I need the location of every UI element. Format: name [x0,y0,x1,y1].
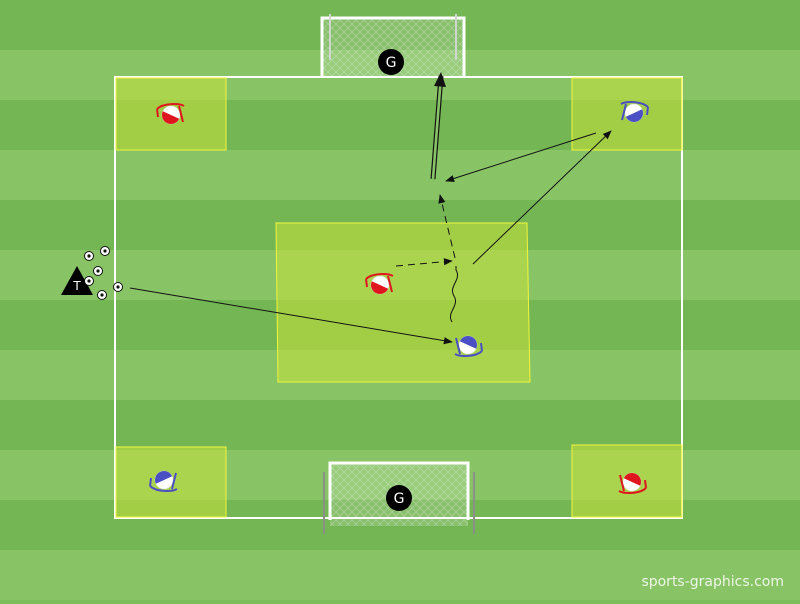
pass-arrow-return [445,132,597,182]
ball-icon [97,290,107,300]
pass-arrow-trainer [129,287,453,345]
ball-icon [113,282,123,292]
ball-icon [84,276,94,286]
goalkeeper-top: G [378,49,404,75]
trainer: T [61,266,93,295]
ball-icon [84,251,94,261]
run-arrow-up [438,194,456,259]
trainer-label: T [72,279,81,293]
goalkeeper-bottom: G [386,485,412,511]
run-arrow-red [395,258,453,267]
ball-icon [100,246,110,256]
grass-stripe [0,150,800,200]
player-blue-top-right [620,101,649,123]
player-red-top-left [156,103,185,125]
players [149,101,649,494]
ball-icon [93,266,103,276]
player-blue-center [454,335,483,357]
goalkeeper-top-label: G [386,55,397,71]
movement-arrows [129,72,612,345]
pass-arrow-top-right [472,130,612,265]
player-red-bottom-right [618,472,647,494]
grass-stripe [0,550,800,600]
credit-text: sports-graphics.com [641,574,784,590]
player-blue-bottom-left [149,470,178,492]
dribble-path [450,266,458,323]
ball-supply [84,246,123,300]
player-red-center [365,273,394,295]
goalkeeper-bottom-label: G [394,491,405,507]
central-zone [275,222,531,383]
grass-stripe [0,400,800,450]
